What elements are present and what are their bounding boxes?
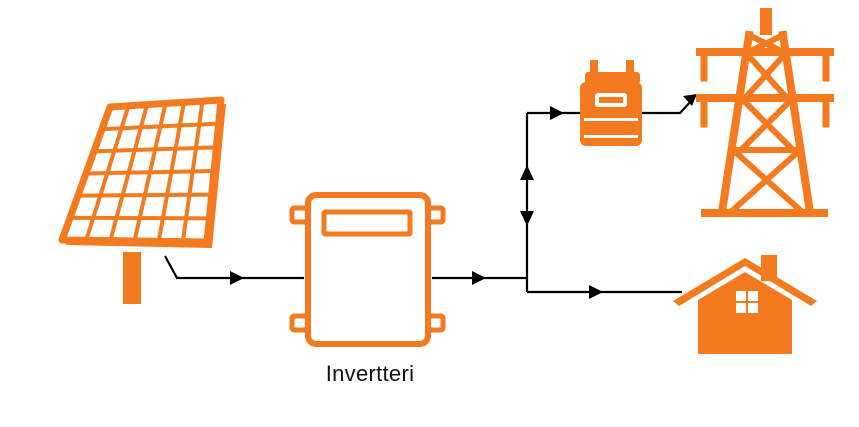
electricity-meter-icon xyxy=(580,60,642,146)
house-icon xyxy=(673,255,817,354)
cell-divider xyxy=(101,121,219,132)
window-icon xyxy=(736,291,758,313)
solar-panel-icon xyxy=(58,96,226,304)
cell-divider xyxy=(77,192,212,198)
cell-divider xyxy=(85,169,215,176)
inverter-icon xyxy=(289,192,446,347)
solar-cells xyxy=(69,100,219,242)
wiring xyxy=(164,99,693,294)
inverter-label: Invertteri xyxy=(325,361,415,386)
arrow-right xyxy=(230,271,244,285)
arrow-right xyxy=(589,285,603,299)
arrow-down xyxy=(520,211,534,226)
arrow-right xyxy=(472,271,486,285)
arrow-up xyxy=(520,165,534,180)
arrow-up-right xyxy=(683,94,697,106)
flow-arrows xyxy=(230,94,697,299)
cell-divider xyxy=(93,145,217,154)
arrow-right xyxy=(550,106,564,120)
transmission-tower-icon xyxy=(696,8,834,217)
cell-divider xyxy=(69,215,210,221)
